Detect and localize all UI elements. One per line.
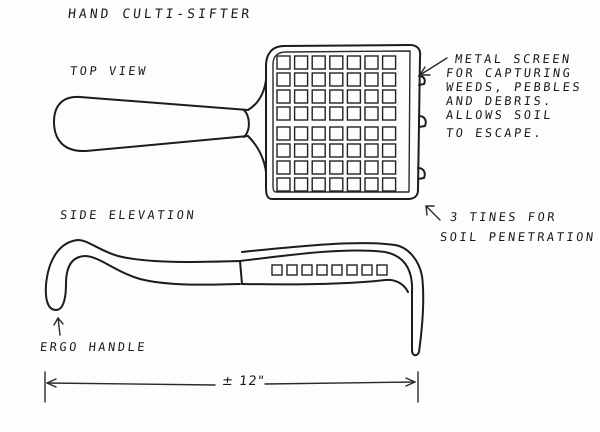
screen-opening bbox=[346, 55, 362, 70]
side-screen-slot bbox=[361, 264, 373, 276]
side-view-screen-slots bbox=[271, 264, 388, 276]
screen-opening bbox=[364, 106, 379, 121]
tines-callout-line: SOIL PENETRATION bbox=[439, 230, 597, 244]
screen-opening bbox=[311, 89, 326, 104]
screen-opening bbox=[329, 126, 344, 141]
top-view-tine-3 bbox=[417, 167, 426, 180]
screen-opening bbox=[364, 160, 379, 175]
screen-opening bbox=[311, 72, 326, 87]
screen-opening bbox=[381, 143, 397, 158]
screen-opening bbox=[346, 106, 362, 121]
top-view-tine-1 bbox=[418, 75, 426, 86]
screen-opening bbox=[276, 55, 291, 70]
screen-opening bbox=[293, 89, 309, 104]
screen-opening bbox=[329, 177, 344, 192]
top-view-tine-2 bbox=[418, 115, 427, 128]
screen-opening bbox=[364, 72, 379, 87]
screen-callout-line: TO ESCAPE. bbox=[445, 126, 544, 140]
screen-opening bbox=[276, 160, 291, 175]
screen-opening bbox=[381, 126, 397, 141]
screen-opening bbox=[293, 160, 309, 175]
screen-opening bbox=[293, 143, 309, 158]
side-screen-slot bbox=[346, 264, 358, 276]
screen-opening bbox=[276, 89, 291, 104]
screen-opening bbox=[364, 55, 379, 70]
side-screen-slot bbox=[286, 264, 298, 276]
screen-callout-line: METAL SCREEN bbox=[454, 52, 573, 66]
screen-leader bbox=[419, 57, 448, 76]
top-view-label: TOP VIEW bbox=[69, 64, 149, 78]
screen-opening bbox=[293, 126, 309, 141]
side-view-blade-bottom bbox=[241, 278, 409, 293]
screen-opening bbox=[329, 55, 344, 70]
top-view-handle bbox=[53, 95, 249, 153]
screen-opening bbox=[276, 143, 291, 158]
side-view-tool bbox=[44, 239, 425, 357]
side-view-blade bbox=[239, 242, 425, 357]
drawing-title: HAND CULTI-SIFTER bbox=[67, 7, 253, 22]
screen-opening bbox=[364, 143, 379, 158]
side-screen-slot bbox=[376, 264, 388, 276]
screen-opening bbox=[346, 160, 362, 175]
screen-opening bbox=[364, 89, 379, 104]
screen-opening bbox=[311, 160, 326, 175]
screen-callout-line: ALLOWS SOIL bbox=[445, 108, 554, 122]
screen-opening bbox=[381, 177, 397, 192]
side-view-ferrule bbox=[239, 260, 243, 285]
screen-opening bbox=[293, 72, 309, 87]
screen-opening bbox=[311, 126, 326, 141]
screen-opening bbox=[381, 89, 397, 104]
screen-opening bbox=[364, 126, 379, 141]
screen-opening bbox=[311, 106, 326, 121]
screen-callout-line: WEEDS, PEBBLES bbox=[445, 80, 583, 94]
screen-opening bbox=[329, 143, 344, 158]
screen-opening bbox=[346, 126, 362, 141]
screen-opening bbox=[381, 160, 397, 175]
dimension-length-label: ± 12" bbox=[221, 374, 266, 389]
screen-opening bbox=[329, 160, 344, 175]
ergo-handle-label: ERGO HANDLE bbox=[39, 340, 148, 354]
screen-opening bbox=[311, 143, 326, 158]
tines-callout-line: 3 TINES FOR bbox=[449, 210, 558, 224]
screen-opening bbox=[329, 89, 344, 104]
screen-opening bbox=[276, 126, 291, 141]
side-screen-slot bbox=[301, 264, 313, 276]
screen-opening bbox=[276, 106, 291, 121]
side-elevation-label: SIDE ELEVATION bbox=[59, 208, 197, 222]
handle-leader bbox=[53, 317, 64, 336]
screen-opening bbox=[329, 106, 344, 121]
screen-callout-line: AND DEBRIS. bbox=[445, 94, 554, 108]
top-view-screen-frame bbox=[265, 44, 422, 200]
top-view-neck bbox=[247, 79, 267, 173]
side-screen-slot bbox=[316, 264, 328, 276]
side-screen-slot bbox=[331, 264, 343, 276]
side-view-handle bbox=[44, 239, 241, 311]
side-screen-slot bbox=[271, 264, 283, 276]
screen-opening bbox=[329, 72, 344, 87]
top-view-screen-inner bbox=[272, 50, 411, 193]
dimension-line bbox=[44, 371, 419, 403]
screen-opening bbox=[276, 177, 291, 192]
screen-opening bbox=[293, 55, 309, 70]
screen-opening bbox=[364, 177, 379, 192]
screen-opening bbox=[276, 72, 291, 87]
screen-opening bbox=[293, 106, 309, 121]
top-view-ferrule bbox=[243, 109, 250, 138]
screen-opening bbox=[346, 177, 362, 192]
screen-opening bbox=[346, 72, 362, 87]
tines-leader bbox=[425, 205, 441, 221]
screen-opening bbox=[346, 89, 362, 104]
screen-callout-line: FOR CAPTURING bbox=[445, 66, 574, 80]
screen-opening bbox=[381, 72, 397, 87]
screen-opening bbox=[293, 177, 309, 192]
screen-opening bbox=[381, 106, 397, 121]
screen-opening bbox=[346, 143, 362, 158]
top-view-tool bbox=[53, 44, 427, 200]
screen-opening bbox=[381, 55, 397, 70]
top-view-screen-grid bbox=[276, 55, 397, 192]
screen-opening bbox=[311, 177, 326, 192]
screen-opening bbox=[311, 55, 326, 70]
